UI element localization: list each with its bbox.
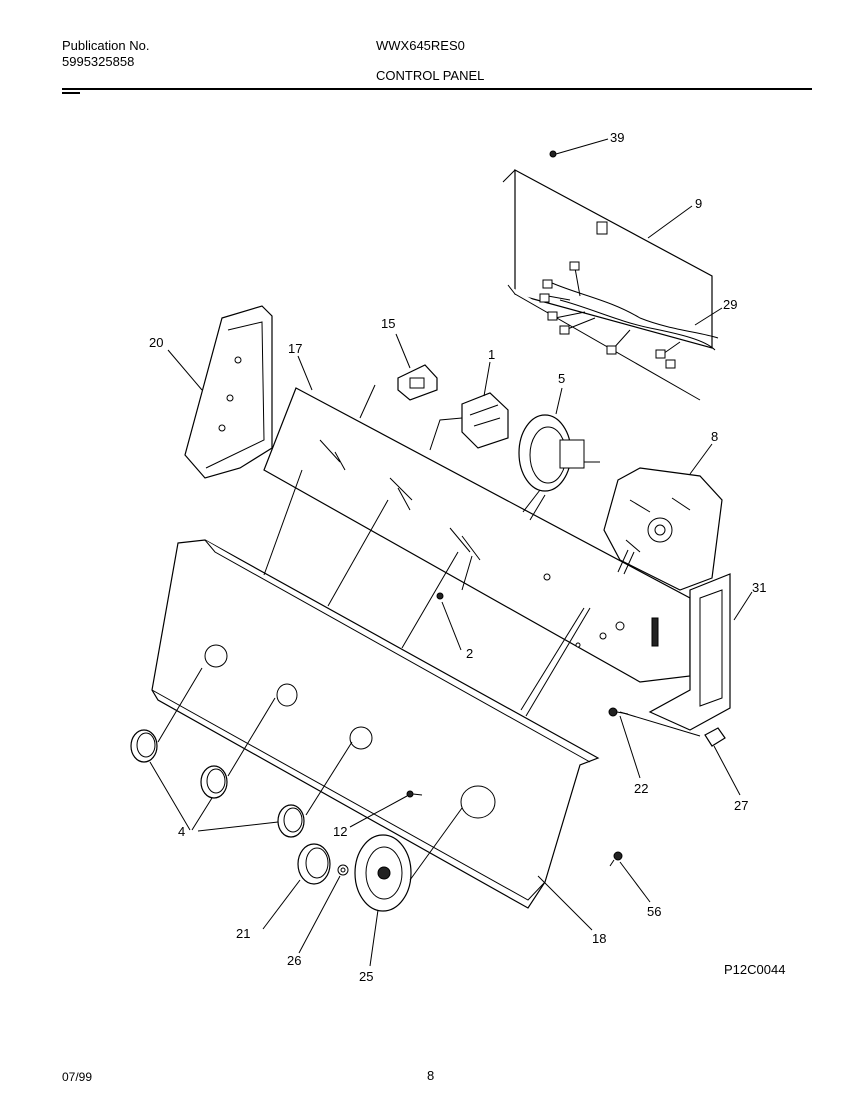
part-2-screw [436, 592, 444, 600]
part-8-control-board [603, 467, 723, 591]
callout-56: 56 [647, 904, 661, 919]
part-1-timer-module [461, 392, 509, 449]
callout-4: 4 [178, 824, 185, 839]
callout-20: 20 [149, 335, 163, 350]
part-21-knob [297, 843, 331, 885]
callout-27: 27 [734, 798, 748, 813]
callout-labels: 39 9 29 20 17 15 1 5 8 31 2 22 27 4 12 2… [149, 130, 766, 984]
part-15-switch [397, 364, 438, 401]
page-number: 8 [427, 1068, 435, 1083]
publication-number: 5995325858 [62, 54, 135, 69]
callout-15: 15 [381, 316, 395, 331]
part-5-timer-dial [518, 414, 600, 492]
part-56-screw [609, 851, 623, 867]
footer-date: 07/99 [62, 1070, 93, 1084]
leader-lines [149, 138, 753, 967]
header-rule [62, 88, 812, 90]
callout-22: 22 [634, 781, 648, 796]
callout-1: 1 [488, 347, 495, 362]
publication-label: Publication No. [62, 38, 150, 53]
callout-26: 26 [287, 953, 301, 968]
callout-9: 9 [695, 196, 702, 211]
part-12-screw [406, 790, 423, 798]
callout-31: 31 [752, 580, 766, 595]
diagram-code: P12C0044 [724, 962, 786, 977]
callout-29: 29 [723, 297, 737, 312]
part-25-dial-skirt [354, 834, 412, 912]
callout-25: 25 [359, 969, 373, 984]
part-9-rear-panel [502, 168, 713, 401]
callout-39: 39 [610, 130, 624, 145]
callout-17: 17 [288, 341, 302, 356]
callout-2: 2 [466, 646, 473, 661]
part-31-right-endcap [648, 573, 731, 731]
part-29-wire-harness [539, 261, 719, 369]
header-rule-stub [62, 92, 80, 94]
section-title: CONTROL PANEL [376, 68, 485, 83]
callout-5: 5 [558, 371, 565, 386]
callout-8: 8 [711, 429, 718, 444]
part-39-screw [549, 150, 557, 158]
callout-18: 18 [592, 931, 606, 946]
part-4-knobs [130, 729, 305, 838]
part-22-screw [608, 707, 629, 717]
part-27-clip [704, 727, 726, 747]
callout-12: 12 [333, 824, 347, 839]
callout-21: 21 [236, 926, 250, 941]
model-number: WWX645RES0 [376, 38, 465, 53]
part-18-front-panel [151, 539, 600, 909]
part-26-washer [337, 864, 349, 876]
part-20-left-bracket [184, 305, 273, 479]
